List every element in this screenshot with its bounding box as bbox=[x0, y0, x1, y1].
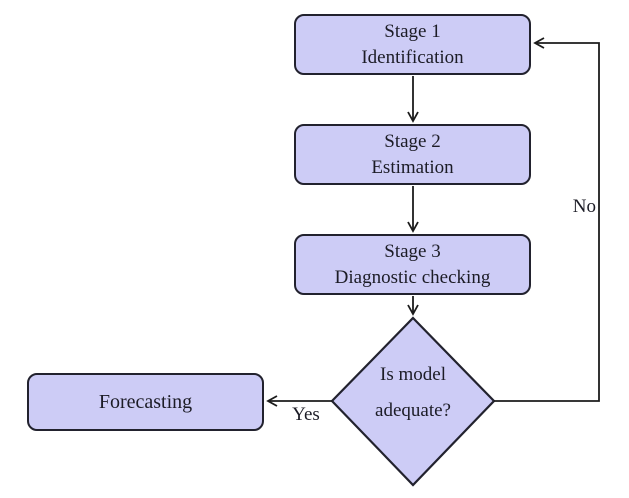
node-decision-label: Is model adequate? bbox=[332, 363, 494, 423]
node-stage3-subtitle: Diagnostic checking bbox=[334, 266, 491, 288]
node-stage2-subtitle: Estimation bbox=[371, 156, 454, 178]
edge-label-no: No bbox=[572, 196, 596, 217]
arrow-no-loop bbox=[494, 37, 600, 402]
edge-label-yes: Yes bbox=[292, 404, 320, 425]
node-decision-line1: Is model bbox=[380, 364, 446, 385]
node-forecasting-label: Forecasting bbox=[98, 391, 193, 413]
node-stage3: Stage 3 Diagnostic checking bbox=[294, 234, 531, 295]
node-stage1-subtitle: Identification bbox=[361, 46, 464, 68]
node-decision-line2: adequate? bbox=[375, 400, 451, 421]
node-stage3-title: Stage 3 bbox=[384, 240, 441, 262]
node-decision-shape bbox=[330, 316, 496, 487]
node-stage1: Stage 1 Identification bbox=[294, 14, 531, 75]
node-stage2-title: Stage 2 bbox=[384, 130, 441, 152]
node-stage1-title: Stage 1 bbox=[384, 20, 441, 42]
node-forecasting: Forecasting bbox=[27, 373, 264, 431]
node-stage2: Stage 2 Estimation bbox=[294, 124, 531, 185]
